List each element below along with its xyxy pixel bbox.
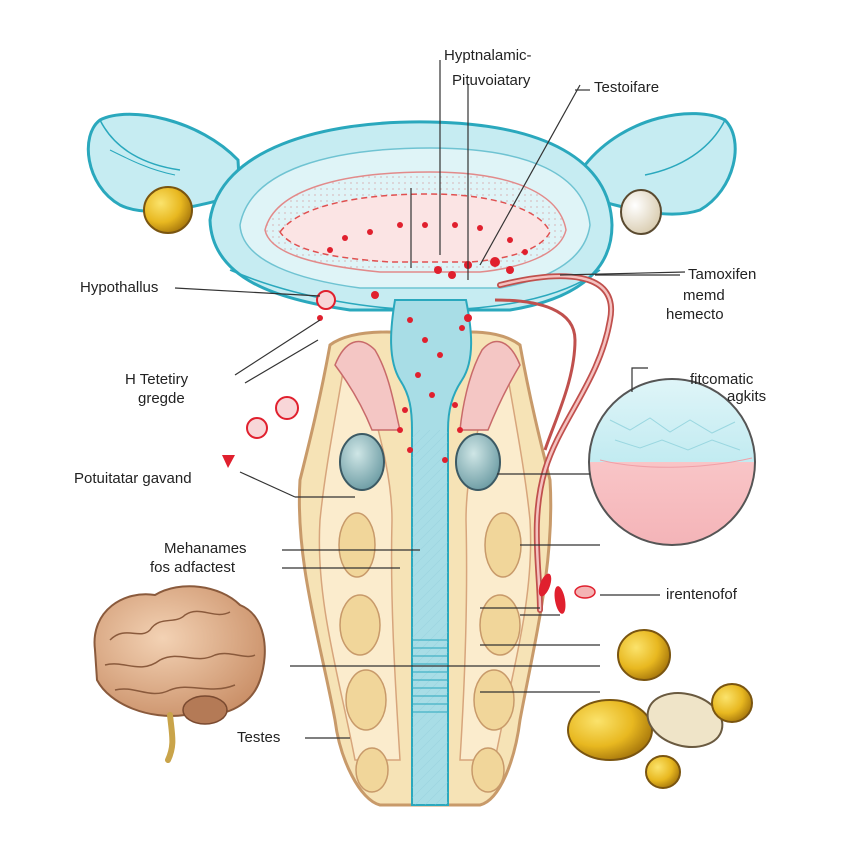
left-ovary-icon xyxy=(143,186,193,234)
hormone-dots xyxy=(317,222,528,463)
label-memd: memd xyxy=(683,287,725,304)
floating-cells xyxy=(222,290,336,468)
right-ovary-icon xyxy=(620,189,662,235)
label-hypothalamic-pituitary-2: Pituvoiatary xyxy=(452,72,531,89)
label-hypothallus: Hypothallus xyxy=(80,279,159,296)
central-canal xyxy=(390,299,473,806)
label-fitcomatic-1: fitcomatic xyxy=(690,371,754,388)
label-tamoxifen: Tamoxifen xyxy=(688,266,757,283)
blood-vessel xyxy=(494,273,615,614)
label-mehanames-2: fos adfactest xyxy=(150,559,236,576)
label-tetetiry-2: gregde xyxy=(138,390,185,407)
right-blue-gland xyxy=(455,433,501,491)
label-testoifare: Testoifare xyxy=(594,79,660,96)
label-tetetiry-1: H Tetetiry xyxy=(125,371,189,388)
left-blue-gland xyxy=(339,433,385,491)
pellet-icon xyxy=(567,629,753,789)
label-testes: Testes xyxy=(237,729,281,746)
label-potuitatar: Potuitatar gavand xyxy=(74,470,192,487)
leader-lines xyxy=(174,60,686,739)
label-fitcomatic-2: agkits xyxy=(727,388,767,405)
label-irentenofof: irentenofof xyxy=(666,586,737,603)
brain-icon xyxy=(93,585,266,763)
label-mehanames-1: Mehanames xyxy=(164,540,247,557)
cell-sphere-icon xyxy=(588,378,756,546)
label-hypothalamic-pituitary-1: Hyptnalamic- xyxy=(444,47,532,64)
label-hemecto: hemecto xyxy=(666,306,724,323)
